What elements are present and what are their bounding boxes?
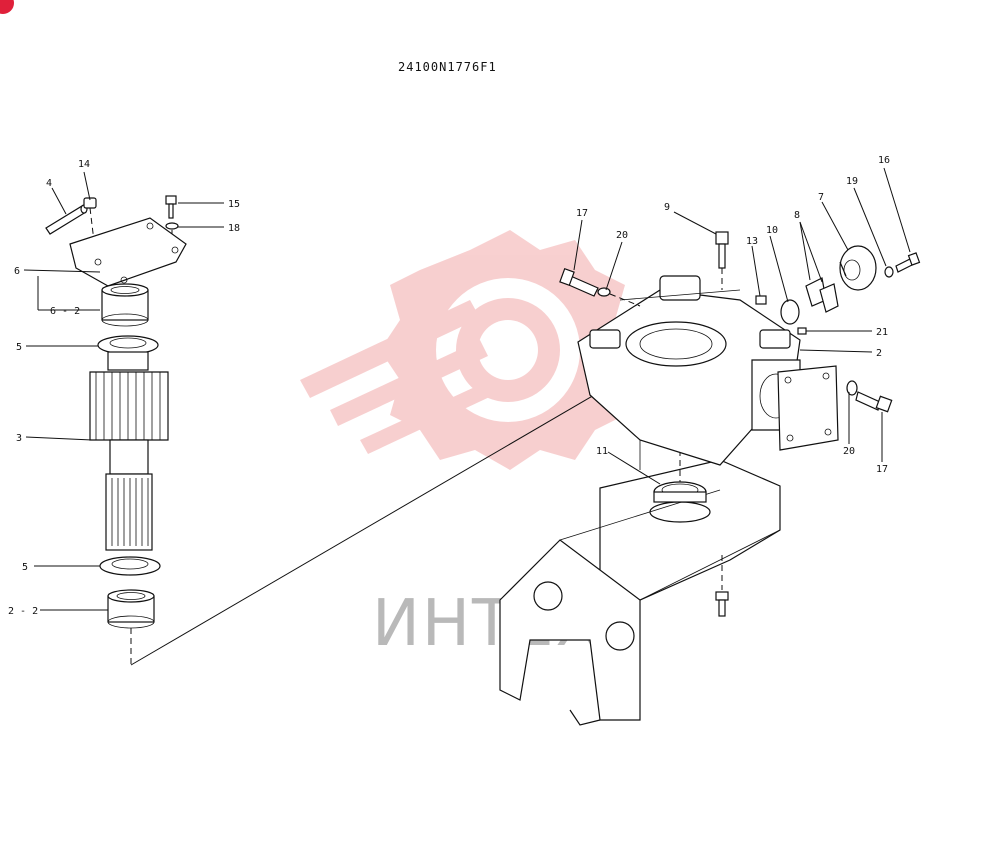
plug-part (755, 295, 767, 305)
o-ring (780, 299, 800, 325)
shaft-assembly (45, 195, 681, 666)
callout-20-right: 20 (843, 446, 855, 457)
callout-2-2: 2 - 2 (8, 606, 38, 617)
clip-parts (805, 277, 839, 313)
housing-bolt-right (855, 391, 893, 413)
pinion-shaft (89, 351, 169, 551)
watermark-logo (300, 230, 635, 470)
callout-17-left: 17 (576, 208, 588, 219)
leader-lines (23, 167, 911, 611)
callout-5-upper: 5 (16, 342, 22, 353)
end-bolt (895, 252, 921, 273)
callout-4: 4 (46, 178, 52, 189)
callout-18: 18 (228, 223, 240, 234)
upper-thrust-washer (97, 335, 159, 355)
lower-thrust-washer (99, 556, 161, 576)
callout-8: 8 (794, 210, 800, 221)
lower-bearing (107, 589, 155, 629)
callout-19: 19 (846, 176, 858, 187)
callout-6: 6 (14, 266, 20, 277)
callout-13: 13 (746, 236, 758, 247)
callout-15: 15 (228, 199, 240, 210)
drawing-code: 24100N1776F1 (398, 60, 497, 74)
callout-6-2: 6 - 2 (50, 306, 80, 317)
callout-9: 9 (664, 202, 670, 213)
callout-14: 14 (78, 159, 90, 170)
callout-3: 3 (16, 433, 22, 444)
callout-17-right: 17 (876, 464, 888, 475)
end-cap (839, 245, 877, 291)
housing-bolt-top (715, 231, 729, 290)
cover-bolt (165, 195, 179, 258)
gear-housing (577, 275, 801, 470)
callout-7: 7 (818, 192, 824, 203)
callout-11: 11 (596, 446, 608, 457)
side-washer (846, 380, 858, 396)
housing-assembly (499, 231, 921, 726)
callout-21: 21 (876, 327, 888, 338)
callout-20-left: 20 (616, 230, 628, 241)
callout-10: 10 (766, 225, 778, 236)
cover-plate (69, 217, 187, 287)
side-cover (777, 365, 839, 451)
end-washer (884, 266, 894, 278)
callout-labels: 4 14 15 18 6 6 - 2 5 3 5 2 - 2 17 20 9 1… (8, 155, 890, 617)
frame-bottom-bolt (715, 555, 729, 617)
callout-2: 2 (876, 348, 882, 359)
small-screw (797, 327, 807, 335)
pin-part (45, 204, 88, 235)
housing-ring (653, 481, 707, 503)
corner-badge (0, 0, 14, 14)
callout-5-lower: 5 (22, 562, 28, 573)
mounting-frame (499, 459, 781, 726)
callout-16: 16 (878, 155, 890, 166)
upper-bearing (101, 283, 149, 327)
housing-bolt-left (559, 267, 641, 307)
